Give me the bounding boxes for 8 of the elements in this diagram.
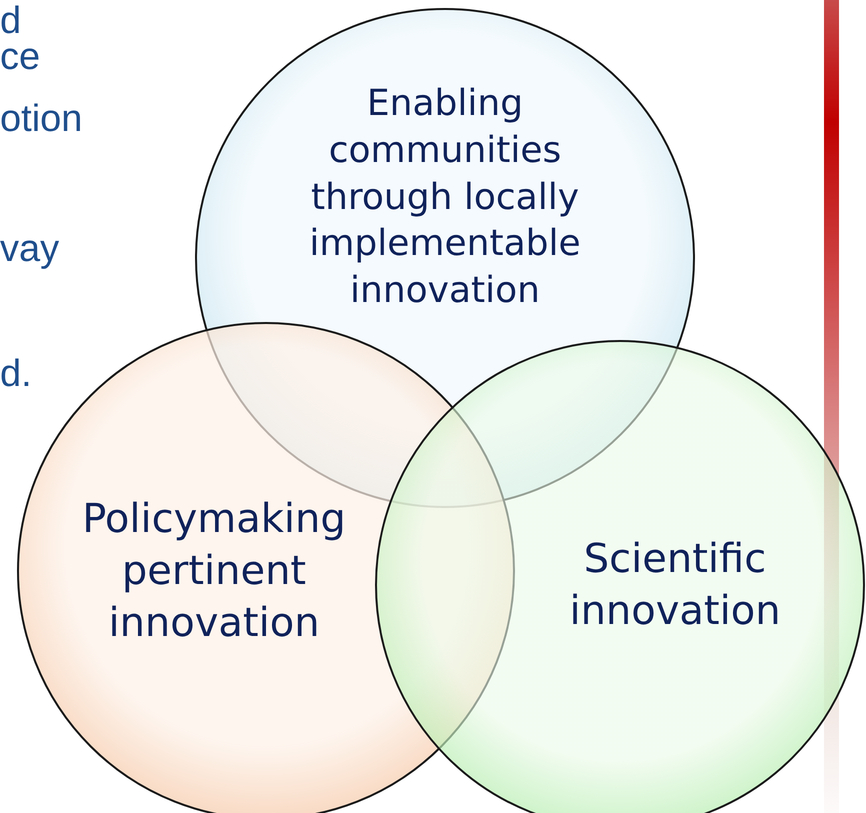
circle-label: Scientific innovation (568, 535, 782, 636)
text-fragment: otion (0, 100, 82, 138)
text-fragment: ce (0, 38, 40, 76)
text-fragment: d. (0, 355, 32, 393)
circle-label: Policymaking pertinent innovation (81, 495, 347, 648)
text-fragment: vay (0, 230, 60, 268)
text-fragment: d (0, 2, 22, 40)
circle-label: Enabling communities through locally implementable innovation (308, 82, 582, 314)
